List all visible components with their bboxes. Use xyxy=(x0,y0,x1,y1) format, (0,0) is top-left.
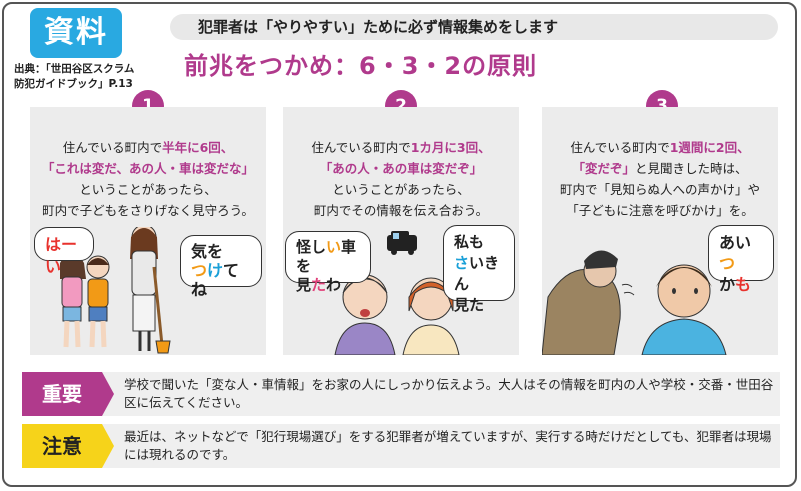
caution-label-arrow xyxy=(102,424,114,468)
speech-bubble-aitsukamo: あいつ かも xyxy=(708,225,774,294)
panel-3-text: 住んでいる町内で1週間に2回、 「変だぞ」と見聞きした時は、 町内で「見知らぬ人… xyxy=(542,137,778,221)
bubble-text-ai: ーい xyxy=(45,235,78,276)
bubble-text-mo: も xyxy=(735,275,752,294)
bubble-text-ai: あい xyxy=(719,233,752,252)
panel-1-line1a: 住んでいる町内で xyxy=(62,140,163,155)
bubble-text-kiwo: 気を xyxy=(191,242,224,261)
caution-note: 注意 最近は、ネットなどで「犯行現場選び」をする犯罪者が増えていますが、実行する… xyxy=(22,424,780,468)
panel-2-line2: 「あの人・あの車は変だぞ」 xyxy=(319,161,483,176)
top-banner: 犯罪者は「やりやすい」ために必ず情報集めをします xyxy=(170,14,778,40)
bubble-text-i: い xyxy=(326,238,342,256)
suspicious-person-illustration xyxy=(542,250,727,355)
source-citation: 出典：「世田谷区スクラム 防犯ガイドブック」P.13 xyxy=(14,62,164,92)
panel-1-line1b: 半年に6回、 xyxy=(162,140,234,155)
neighbors-illustration xyxy=(334,231,460,355)
important-text: 学校で聞いた「変な人・車情報」をお家の人にしっかり伝えよう。大人はその情報を町内… xyxy=(124,377,774,410)
bubble-text-kurumawo: 車を xyxy=(296,238,357,275)
headline: 前兆をつかめ：6・3・2の原則 xyxy=(184,52,538,80)
speech-bubble-ayashii: 怪しい車を 見たわ xyxy=(285,231,371,294)
caution-text: 最近は、ネットなどで「犯行現場選び」をする犯罪者が増えていますが、実行する時だけ… xyxy=(124,429,772,462)
bubble-text-ka: か xyxy=(719,275,736,294)
panel-2-text: 住んでいる町内で1カ月に3回、 「あの人・あの車は変だぞ」 ということがあったら… xyxy=(283,137,519,221)
bubble-text-ta: た xyxy=(311,276,327,294)
panel-1-text: 住んでいる町内で半年に6回、 「これは変だ、あの人・車は変だな」 ということがあ… xyxy=(30,137,266,221)
bubble-text-sa: さ xyxy=(454,254,470,272)
bubble-text-tsu: つ xyxy=(719,254,736,273)
panel-2: 住んでいる町内で1カ月に3回、 「あの人・あの車は変だぞ」 ということがあったら… xyxy=(283,107,519,355)
speech-bubble-kiwotsukete: 気を つけてね xyxy=(180,235,262,299)
bubble-text-ke: け xyxy=(207,261,224,280)
panel-1-line2: 「これは変だ、あの人・車は変だな」 xyxy=(41,161,255,176)
source-line-2: 防犯ガイドブック」P.13 xyxy=(14,78,133,90)
bubble-text-ha: は xyxy=(45,235,62,254)
panel-2-line3: ということがあったら、 xyxy=(332,182,470,197)
important-note: 重要 学校で聞いた「変な人・車情報」をお家の人にしっかり伝えよう。大人はその情報… xyxy=(22,372,780,416)
bubble-text-wa: わ xyxy=(326,276,342,294)
panel-3-line2a: 「変だぞ」 xyxy=(572,161,635,176)
panel-1-line3: ということがあったら、 xyxy=(79,182,217,197)
bubble-text-ayashi: 怪し xyxy=(296,238,327,256)
bubble-text-mi: 見 xyxy=(296,276,312,294)
bubble-text-tsu: つ xyxy=(191,261,208,280)
bubble-text-ikin: いきん xyxy=(454,254,500,293)
panel-2-line1b: 1カ月に3回、 xyxy=(410,140,491,155)
bubble-text-tene: てね xyxy=(191,261,240,299)
panel-3-line2b: と見聞きした時は、 xyxy=(635,161,748,176)
important-label: 重要 xyxy=(22,372,102,416)
speech-bubble-watashimo: 私も さいきん 見た xyxy=(443,225,515,314)
panel-3: 住んでいる町内で1週間に2回、 「変だぞ」と見聞きした時は、 町内で「見知らぬ人… xyxy=(542,107,778,355)
panel-3-line1a: 住んでいる町内で xyxy=(570,140,670,155)
bubble-text-mita: 見た xyxy=(454,296,485,314)
caution-label: 注意 xyxy=(22,424,102,468)
speech-bubble-haai: はーい xyxy=(34,227,94,276)
panel-1: 住んでいる町内で半年に6回、 「これは変だ、あの人・車は変だな」 ということがあ… xyxy=(30,107,266,355)
panel-2-line4: 町内でその情報を伝え合おう。 xyxy=(313,203,489,218)
panel-2-line1a: 住んでいる町内で xyxy=(311,140,411,155)
important-label-arrow xyxy=(102,372,114,416)
source-line-1: 出典：「世田谷区スクラム xyxy=(14,63,135,75)
bubble-text-watashimo: 私も xyxy=(454,233,485,251)
panel-1-line4: 町内で子どもをさりげなく見守ろう。 xyxy=(42,203,254,218)
panel-3-line1b: 1週間に2回、 xyxy=(669,140,750,155)
material-badge: 資料 xyxy=(30,8,122,58)
panel-3-line3: 町内で「見知らぬ人への声かけ」や xyxy=(559,182,760,197)
panel-3-line4: 「子どもに注意を呼びかけ」を。 xyxy=(566,203,754,218)
